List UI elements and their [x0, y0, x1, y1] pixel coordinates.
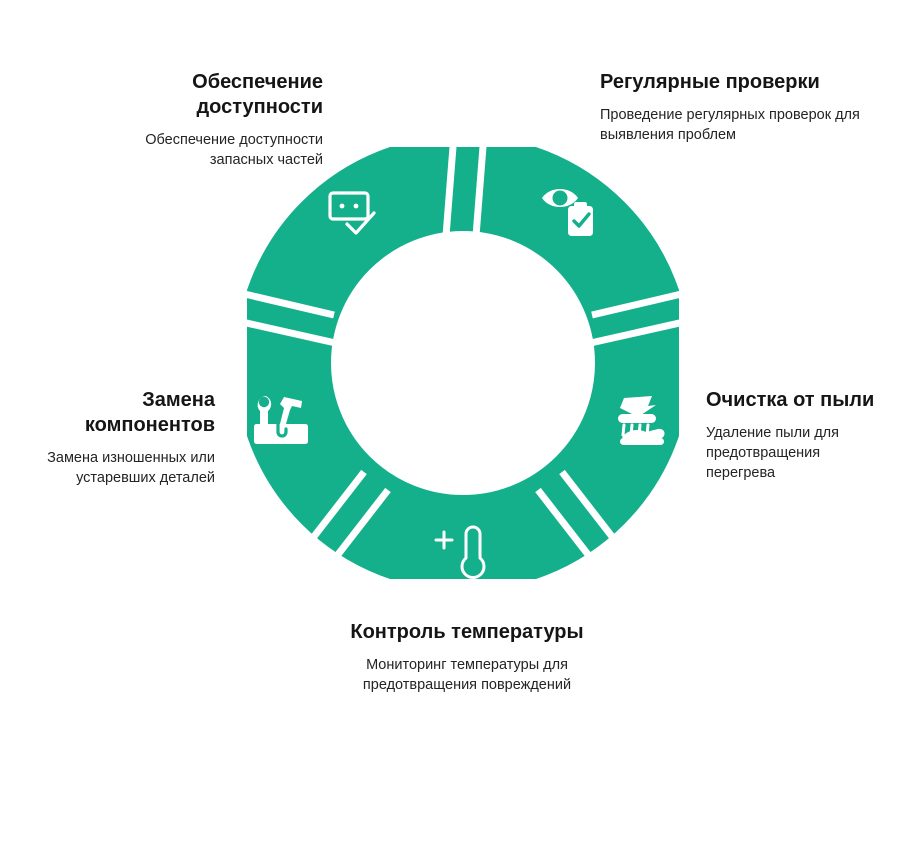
label-components-title: Замена компонентов [84, 389, 215, 436]
label-dust-description: Удаление пыли для предотвращения перегре… [706, 425, 839, 481]
label-components: Замена компонентов Замена изношенных или… [38, 388, 215, 488]
ring-svg [235, 135, 691, 591]
label-temperature-title: Контроль температуры [350, 621, 584, 643]
cycle-diagram-ring [232, 132, 694, 594]
label-temperature-description: Мониторинг температуры для предотвращени… [362, 657, 572, 693]
label-inspections: Регулярные проверки Проведение регулярны… [600, 70, 870, 145]
label-inspections-title: Регулярные проверки [600, 71, 820, 93]
label-inspections-description: Проведение регулярных проверок для выявл… [600, 107, 860, 143]
label-availability-title: Обеспечение доступности [192, 71, 323, 118]
label-temperature: Контроль температуры Мониторинг температ… [322, 620, 612, 695]
label-availability-description: Обеспечение доступности запасных частей [145, 132, 323, 168]
ring-band [235, 135, 691, 591]
label-dust-title: Очистка от пыли [706, 389, 875, 411]
label-components-description: Замена изношенных или устаревших деталей [47, 450, 215, 486]
label-availability: Обеспечение доступности Обеспечение дост… [80, 70, 323, 170]
label-dust: Очистка от пыли Удаление пыли для предот… [706, 388, 891, 483]
